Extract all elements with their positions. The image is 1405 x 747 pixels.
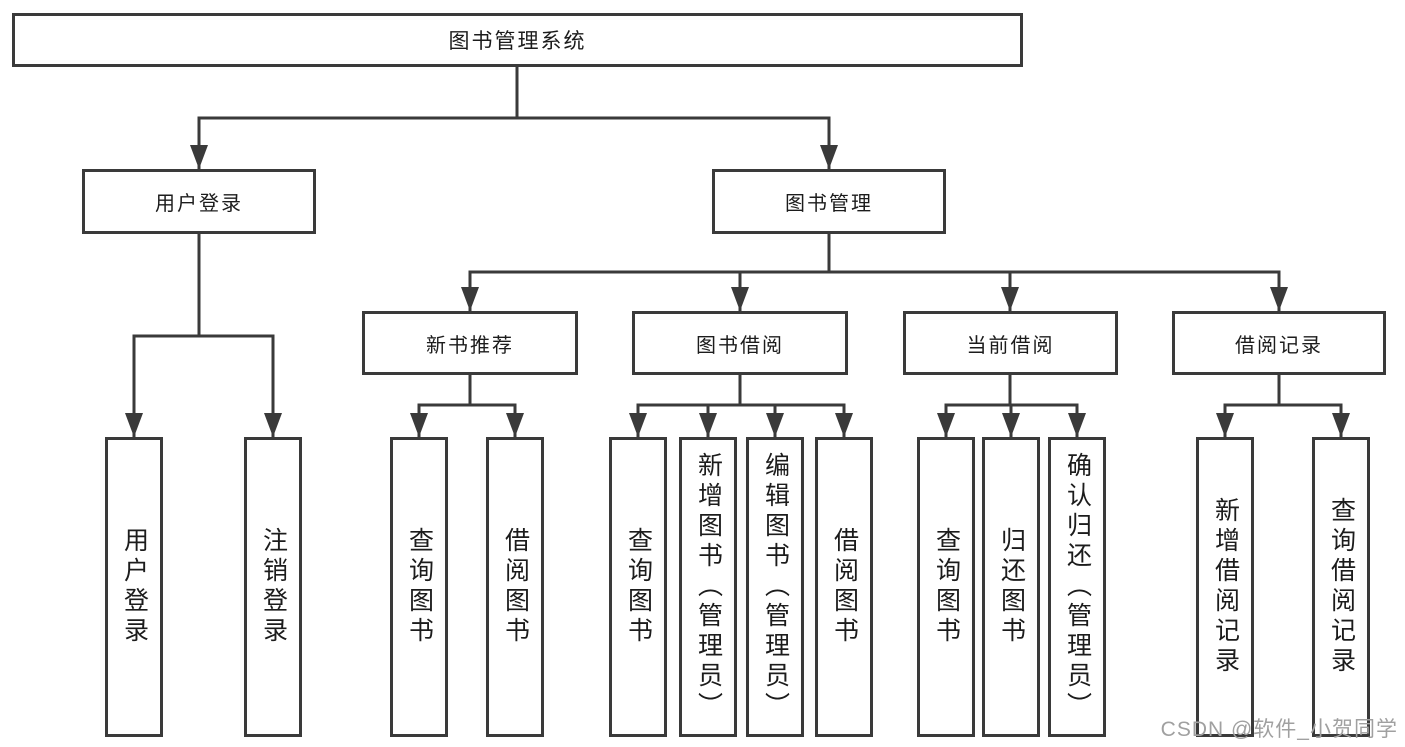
leaf-borrow-query-book: 查询图书 [609, 437, 667, 737]
leaf-add-borrow-record-label: 新增借阅记录 [1211, 497, 1240, 677]
leaf-confirm-return-admin: 确认归还（管理员） [1048, 437, 1106, 737]
leaf-return-book: 归还图书 [982, 437, 1040, 737]
leaf-user-login-label: 用户登录 [120, 527, 149, 647]
node-new-book-recommend-label: 新书推荐 [426, 334, 514, 357]
leaf-user-login: 用户登录 [105, 437, 163, 737]
bus-root [197, 65, 831, 120]
leaf-logout-label: 注销登录 [259, 527, 288, 647]
leaf-confirm-return-admin-label: 确认归还（管理员） [1063, 452, 1092, 722]
bus-book-management [468, 232, 1281, 274]
node-user-login-label: 用户登录 [155, 193, 243, 215]
leaf-current-query-book: 查询图书 [917, 437, 975, 737]
leaf-return-book-label: 归还图书 [997, 527, 1026, 647]
node-current-borrow-label: 当前借阅 [966, 334, 1055, 357]
leaf-recommend-borrow-book-label: 借阅图书 [501, 527, 530, 647]
node-borrow-records-label: 借阅记录 [1235, 334, 1323, 357]
bus-new-book-recommend [417, 373, 517, 407]
leaf-current-query-book-label: 查询图书 [932, 527, 961, 647]
bus-book-borrow [636, 373, 846, 407]
csdn-watermark: CSDN @软件_小贺同学 [1160, 718, 1398, 741]
leaf-edit-book-admin: 编辑图书（管理员） [746, 437, 804, 737]
leaf-query-borrow-record: 查询借阅记录 [1312, 437, 1370, 737]
leaf-borrow-borrow-book-label: 借阅图书 [830, 527, 859, 647]
leaf-recommend-borrow-book: 借阅图书 [486, 437, 544, 737]
leaf-edit-book-admin-label: 编辑图书（管理员） [761, 452, 790, 722]
node-user-login: 用户登录 [82, 169, 316, 234]
bus-user-login [132, 232, 275, 338]
node-root: 图书管理系统 [12, 13, 1023, 67]
leaf-borrow-borrow-book: 借阅图书 [815, 437, 873, 737]
leaf-recommend-query-book-label: 查询图书 [405, 527, 434, 647]
node-book-management-label: 图书管理 [785, 193, 873, 215]
leaf-add-book-admin: 新增图书（管理员） [679, 437, 737, 737]
node-current-borrow: 当前借阅 [903, 311, 1118, 375]
node-new-book-recommend: 新书推荐 [362, 311, 578, 375]
bus-current-borrow [944, 373, 1079, 407]
leaf-logout: 注销登录 [244, 437, 302, 737]
leaf-borrow-query-book-label: 查询图书 [624, 527, 653, 647]
bus-borrow-records [1223, 373, 1343, 407]
leaf-query-borrow-record-label: 查询借阅记录 [1327, 497, 1356, 677]
leaf-recommend-query-book: 查询图书 [390, 437, 448, 737]
leaf-add-book-admin-label: 新增图书（管理员） [694, 452, 723, 722]
leaf-add-borrow-record: 新增借阅记录 [1196, 437, 1254, 737]
node-book-management: 图书管理 [712, 169, 946, 234]
node-borrow-records: 借阅记录 [1172, 311, 1386, 375]
node-book-borrow-label: 图书借阅 [696, 334, 784, 357]
node-root-label: 图书管理系统 [448, 30, 587, 53]
node-book-borrow: 图书借阅 [632, 311, 848, 375]
